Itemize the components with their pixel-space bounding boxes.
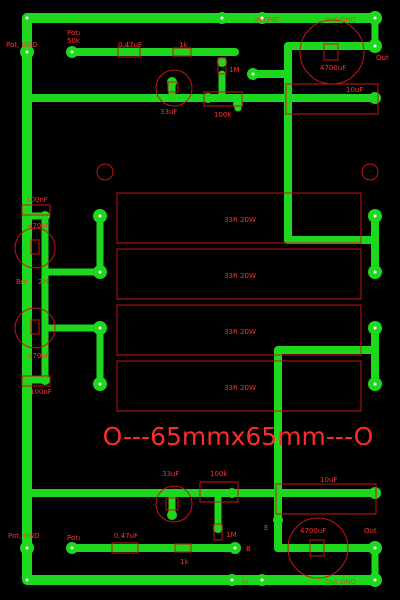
res-1m-top-outline	[217, 57, 227, 75]
pad-100k-bottom	[227, 488, 237, 498]
cap-470-top-outline	[14, 227, 56, 269]
label-out-gnd-bottom: Out GND	[325, 578, 356, 586]
label-res-1m-bottom: 1M	[226, 531, 237, 539]
label-res-33r-2: 33R 20W	[224, 272, 256, 280]
cap-100nf-bottom-outline	[21, 375, 51, 387]
cap-33-top-body	[167, 81, 179, 93]
cap-4700-bottom-body	[309, 539, 325, 557]
label-cap-33-top: 33uF	[160, 108, 177, 116]
label-cap-10-bottom: 10uF	[320, 476, 337, 484]
cap-10-top-outline	[285, 83, 379, 115]
res-100k-top-outline	[203, 91, 243, 107]
res-33r-outline-2	[116, 248, 362, 300]
pad-e-bottom	[273, 515, 283, 525]
res-33r-outline-4	[116, 360, 362, 412]
res-1m-bottom-outline	[213, 523, 223, 541]
res-33r-outline-1	[116, 192, 362, 244]
label-pin-b: Bm	[16, 278, 28, 286]
cap-047-bottom-outline	[111, 542, 139, 554]
cap-4700-bottom-outline	[287, 517, 349, 579]
label-cap-470-top: 470uF	[28, 222, 50, 230]
label-out-gnd-top: Out GND	[325, 16, 356, 24]
label-res-33r-3: 33R 20W	[224, 328, 256, 336]
cap-33-bottom-body	[165, 497, 179, 511]
label-cap-047-top: 0.47uF	[118, 41, 142, 49]
trace-right-upper	[284, 236, 379, 274]
label-cap-4700-bottom: 4700uF	[300, 527, 326, 535]
label-cap-4700-top: 4700uF	[320, 64, 346, 72]
cap-4700-top-outline	[299, 19, 365, 85]
mounting-holes	[96, 163, 379, 181]
label-cap-100nf-top: 100nF	[26, 196, 48, 204]
label-in-bottom: In	[242, 578, 249, 586]
label-pot-gnd-bottom: Pot, GND	[8, 532, 40, 540]
label-pot1-top-val: 50k	[67, 37, 81, 45]
cap-33-bottom-outline	[155, 485, 193, 523]
label-cap-047-bottom: 0.47uF	[114, 532, 138, 540]
silkscreen-outlines	[14, 19, 379, 579]
label-pot-gnd-top: Pot, GND	[6, 41, 38, 49]
label-res-100k-bottom: 100k	[210, 470, 228, 478]
cap-470-bottom-body	[30, 319, 40, 335]
label-res-1k-top: 1k	[179, 41, 188, 49]
label-cap-470-bottom: 470uF	[28, 352, 50, 360]
label-in-gnd-top: In GND	[255, 16, 280, 24]
drill-holes	[25, 16, 377, 582]
mount-hole-top-left	[96, 163, 114, 181]
label-out-top: Out	[376, 54, 389, 62]
label-cap-100nf-bottom: 100nF	[30, 388, 52, 396]
dimension-label: O---65mmx65mm---O	[103, 422, 374, 451]
trace-top-out-loop	[284, 42, 379, 78]
pad-1m-bottom	[213, 523, 223, 533]
pad-33uf-bottom	[167, 510, 177, 520]
label-res-33r-1: 33R 20W	[224, 216, 256, 224]
cap-470-top-body	[30, 239, 40, 255]
label-cap-10-top: 10uF	[346, 86, 363, 94]
cap-047-top-outline	[117, 46, 141, 58]
label-res-33r-4: 33R 20W	[224, 384, 256, 392]
mount-hole-top-right	[361, 163, 379, 181]
label-pot1-bottom: Pot₁	[67, 534, 81, 542]
label-res-1k-bottom: 1k	[180, 558, 189, 566]
trace-bottom-riser	[274, 324, 379, 552]
silkscreen-text: Pot, GND Pot₁ 50k 0.47uF 1k In GND Out G…	[6, 16, 389, 586]
label-pin-e-bottom: E	[264, 524, 268, 532]
cap-100nf-top-outline	[21, 204, 51, 216]
label-out-bottom: Out	[364, 527, 377, 535]
cap-4700-top-body	[323, 43, 339, 61]
label-pot1-top: Pot₁	[67, 29, 81, 37]
res-33r-outline-3	[116, 304, 362, 356]
pad-1m-top-a	[217, 57, 227, 67]
label-res-1m-top: 1M	[229, 66, 240, 74]
label-res-100k-top: 100k	[214, 111, 232, 119]
pad-100k-top-a	[203, 93, 213, 103]
pad-10uf-top	[369, 92, 381, 104]
res-1k-bottom-outline	[174, 543, 192, 553]
cap-10-bottom-outline	[275, 483, 377, 515]
res-1k-top-outline	[172, 47, 192, 57]
label-pin-b-bottom: B	[246, 545, 251, 553]
dimension-marker: O---65mmx65mm---O	[103, 422, 374, 451]
cap-33-top-outline	[155, 69, 193, 107]
pad-10uf-bottom	[369, 487, 381, 499]
res-100k-bottom-outline	[199, 481, 239, 503]
label-cap-33-bottom: 33uF	[162, 470, 179, 478]
pad-cap-100nf-top	[40, 211, 50, 221]
cap-470-bottom-outline	[14, 307, 56, 349]
pad-cap-100nf-bottom	[40, 375, 50, 385]
label-pin-e: 2M	[38, 278, 49, 286]
